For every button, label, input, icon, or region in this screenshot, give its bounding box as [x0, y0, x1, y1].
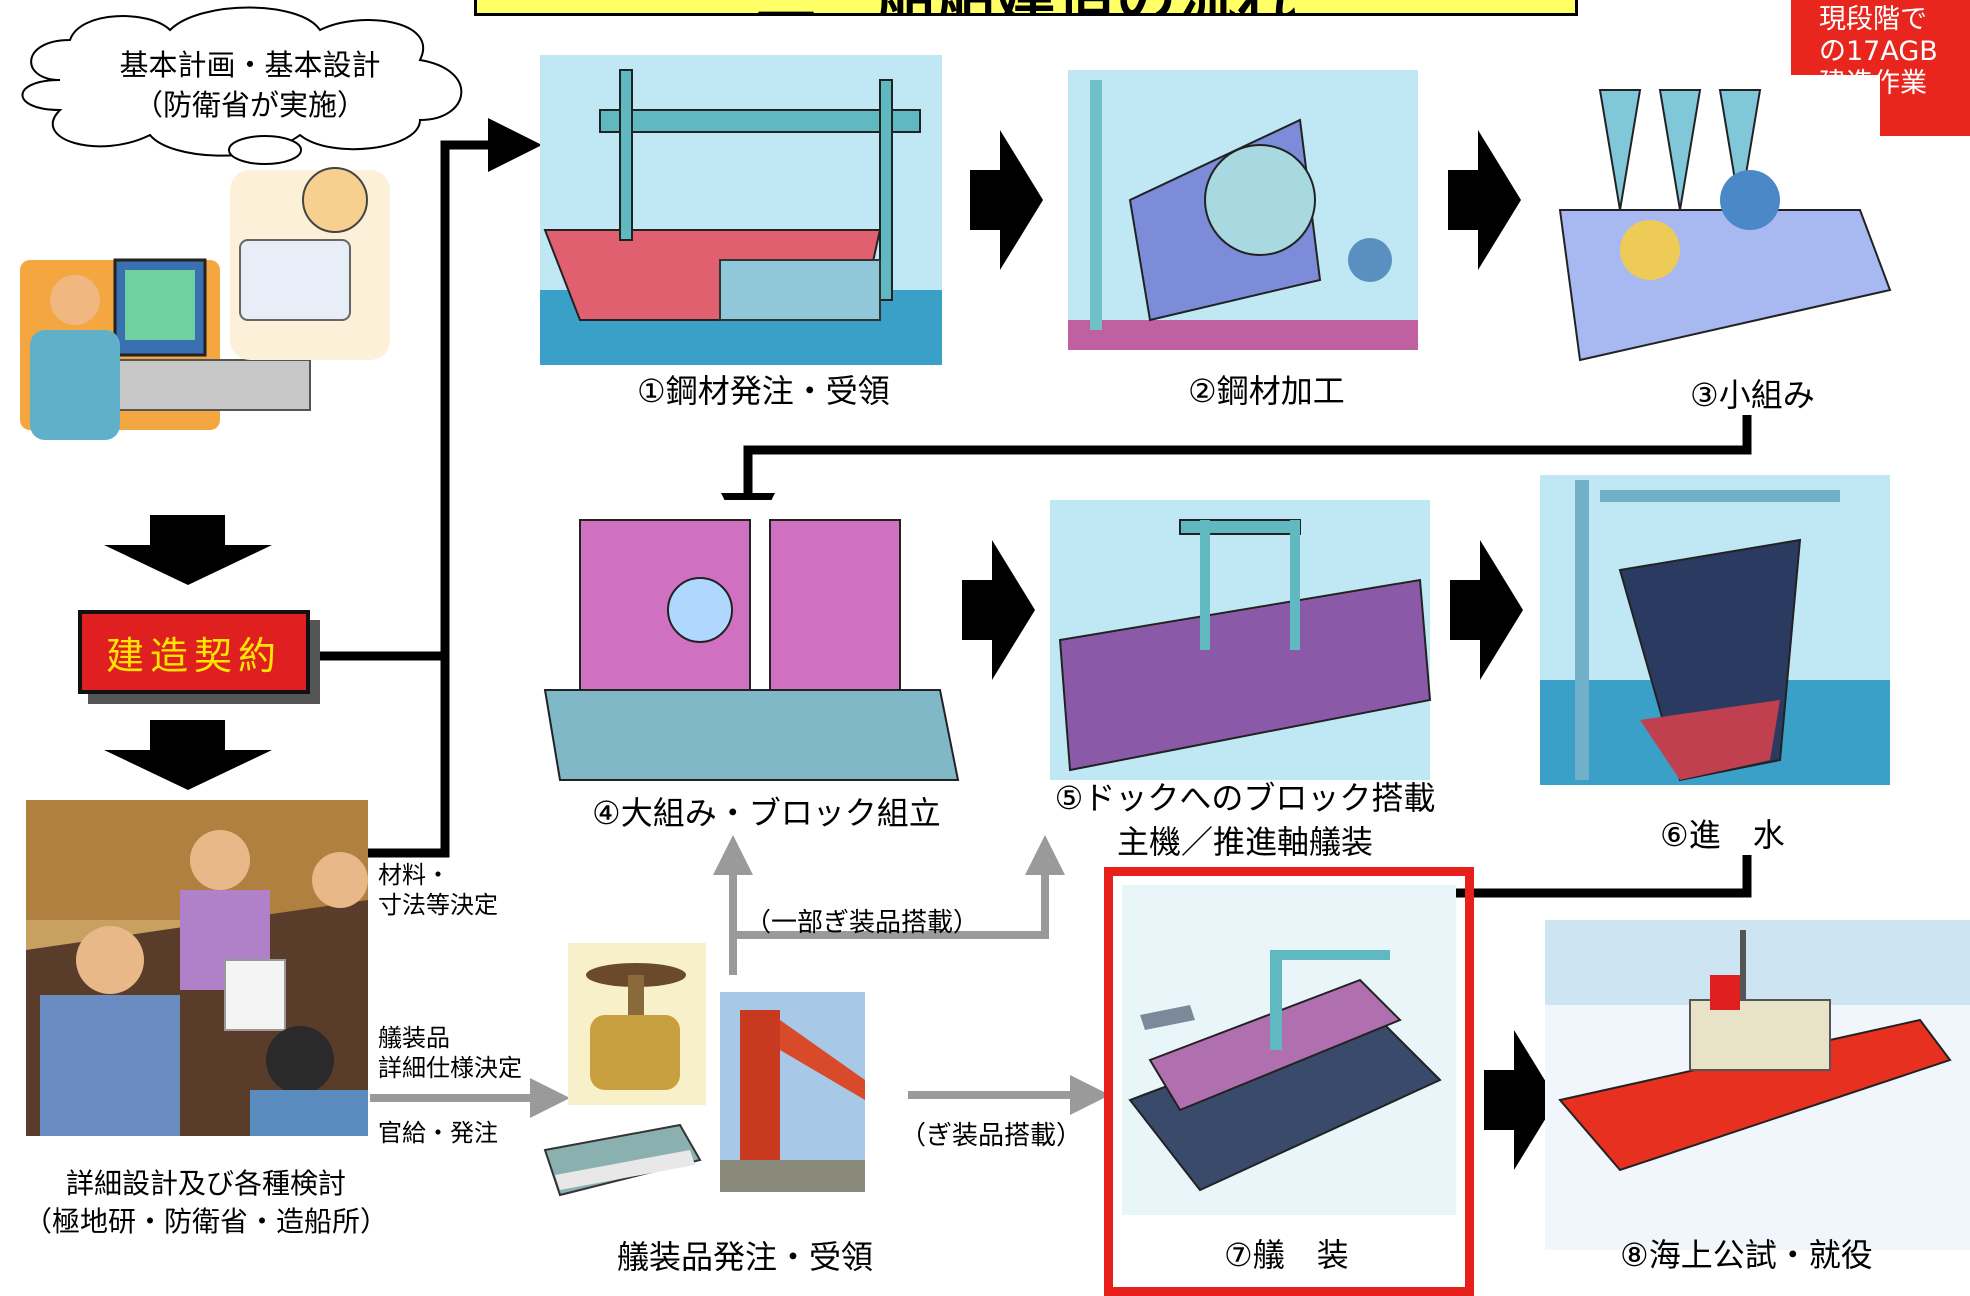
launch-illustration	[1540, 475, 1890, 785]
fitting-order-label: 艤装品発注・受領	[617, 1238, 874, 1276]
design-line: （防衛省が実施）	[133, 88, 366, 122]
flow-arrow	[1450, 540, 1523, 680]
materials-line: 材料・	[378, 861, 450, 889]
page-title: 二 船舶建造の流れ	[474, 0, 1578, 16]
steel-processing-illustration	[1068, 70, 1418, 350]
order-label: 官給・発注	[378, 1119, 498, 1147]
dock-block-illustration	[1050, 500, 1432, 780]
down-arrow	[104, 515, 272, 585]
steel-order-illustration	[540, 55, 942, 365]
step-5-label: ⑤ドックへのブロック搭載 主機／推進軸艤装	[1035, 776, 1455, 864]
down-arrow	[104, 720, 272, 790]
step-6-label: ⑥進 水	[1660, 816, 1785, 854]
crane-photo	[720, 992, 865, 1192]
valve-illustration	[568, 943, 706, 1105]
detail-line: 詳細設計及び各種検討	[65, 1167, 346, 1200]
row-connector	[721, 415, 1752, 547]
flow-arrow	[1448, 130, 1521, 270]
note-line: 現段階で	[1819, 4, 1927, 35]
outfitting-illustration	[1122, 885, 1456, 1215]
meeting-illustration	[26, 800, 368, 1136]
design-text: 基本計画・基本設計 （防衛省が実施）	[80, 45, 420, 125]
contract-connector	[310, 118, 542, 661]
step-2-label: ②鋼材加工	[1188, 372, 1345, 410]
contract-box: 建造契約	[78, 610, 310, 694]
detail-line: （極地研・防衛省・造船所）	[23, 1205, 388, 1238]
designer-illustration	[20, 167, 390, 440]
materials-label: 材料・ 寸法等決定	[378, 860, 498, 920]
partial-fitting-label: （一部ぎ装品搭載）	[745, 908, 980, 938]
fittings-line: 艤装品	[378, 1024, 450, 1052]
current-step-highlight	[1104, 867, 1474, 1296]
step-5-line: ⑤ドックへのブロック搭載	[1054, 779, 1436, 817]
detail-caption: 詳細設計及び各種検討 （極地研・防衛省・造船所）	[6, 1165, 406, 1241]
fitting-load-label: （ぎ装品搭載）	[900, 1121, 1083, 1151]
step-3-label: ③小組み	[1690, 376, 1815, 414]
flow-arrow	[970, 130, 1043, 270]
light-fixture-illustration	[540, 1120, 702, 1200]
design-line: 基本計画・基本設計	[119, 48, 381, 82]
materials-line: 寸法等決定	[378, 891, 498, 919]
flow-arrow	[962, 540, 1035, 680]
step-1-label: ①鋼材発注・受領	[637, 372, 890, 410]
sea-trial-illustration	[1545, 920, 1970, 1250]
fittings-spec-label: 艤装品 詳細仕様決定	[378, 1023, 522, 1083]
step-8-label: ⑧海上公試・就役	[1620, 1236, 1873, 1274]
partial-fitting-arrow	[733, 835, 1065, 939]
note-line: の17AGB	[1819, 36, 1938, 67]
materials-connector	[368, 656, 450, 858]
step-4-label: ④大組み・ブロック組立	[592, 794, 941, 832]
flow-arrow	[1484, 1030, 1557, 1170]
step-5-line: 主機／推進軸艤装	[1116, 823, 1373, 861]
sub-assembly-illustration	[1550, 75, 1892, 365]
fittings-line: 詳細仕様決定	[378, 1054, 522, 1082]
step-7-label: ⑦艤 装	[1224, 1236, 1349, 1274]
block-assembly-illustration	[540, 500, 960, 781]
